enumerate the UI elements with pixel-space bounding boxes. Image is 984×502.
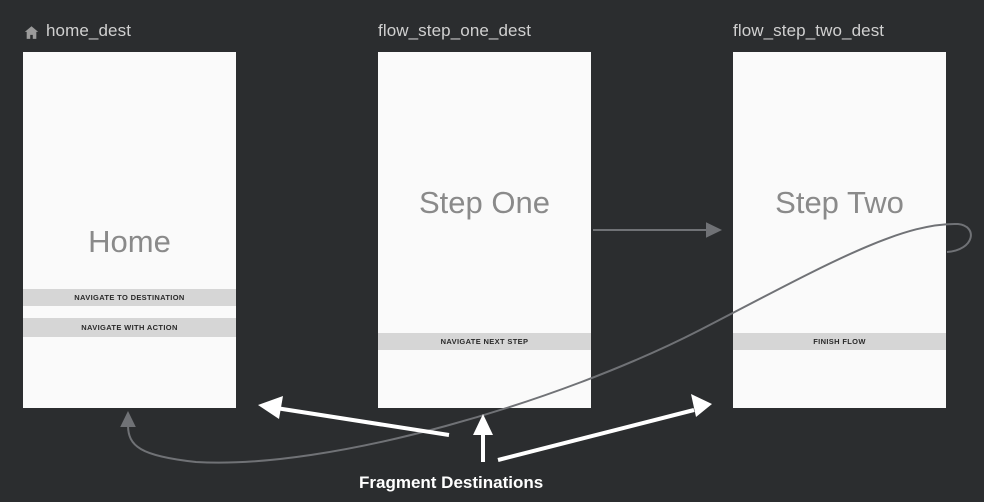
screen-button-navigate-with-action[interactable]: NAVIGATE WITH ACTION xyxy=(23,318,236,337)
destination-label-text: home_dest xyxy=(46,21,132,40)
destination-label-flow-step-two-dest: flow_step_two_dest xyxy=(733,21,884,41)
screen-title: Home xyxy=(88,224,171,259)
screen-button-finish-flow[interactable]: FINISH FLOW xyxy=(733,333,946,350)
callout-arrow-step-one xyxy=(473,414,493,462)
destination-label-flow-step-one-dest: flow_step_one_dest xyxy=(378,21,531,41)
screen-title: Step One xyxy=(419,185,550,220)
destination-card-home-dest[interactable]: Home NAVIGATE TO DESTINATION NAVIGATE WI… xyxy=(23,52,236,408)
screen-title: Step Two xyxy=(775,185,904,220)
destination-label-text: flow_step_one_dest xyxy=(378,21,532,40)
home-icon xyxy=(23,24,40,41)
destination-label-home-dest: home_dest xyxy=(23,21,131,41)
screen-button-navigate-to-destination[interactable]: NAVIGATE TO DESTINATION xyxy=(23,289,236,306)
destination-card-flow-step-one-dest[interactable]: Step One NAVIGATE NEXT STEP xyxy=(378,52,591,408)
screen-button-navigate-next-step[interactable]: NAVIGATE NEXT STEP xyxy=(378,333,591,350)
destination-label-text: flow_step_two_dest xyxy=(733,21,885,40)
diagram-caption: Fragment Destinations xyxy=(359,473,544,492)
destination-card-flow-step-two-dest[interactable]: Step Two FINISH FLOW xyxy=(733,52,946,408)
